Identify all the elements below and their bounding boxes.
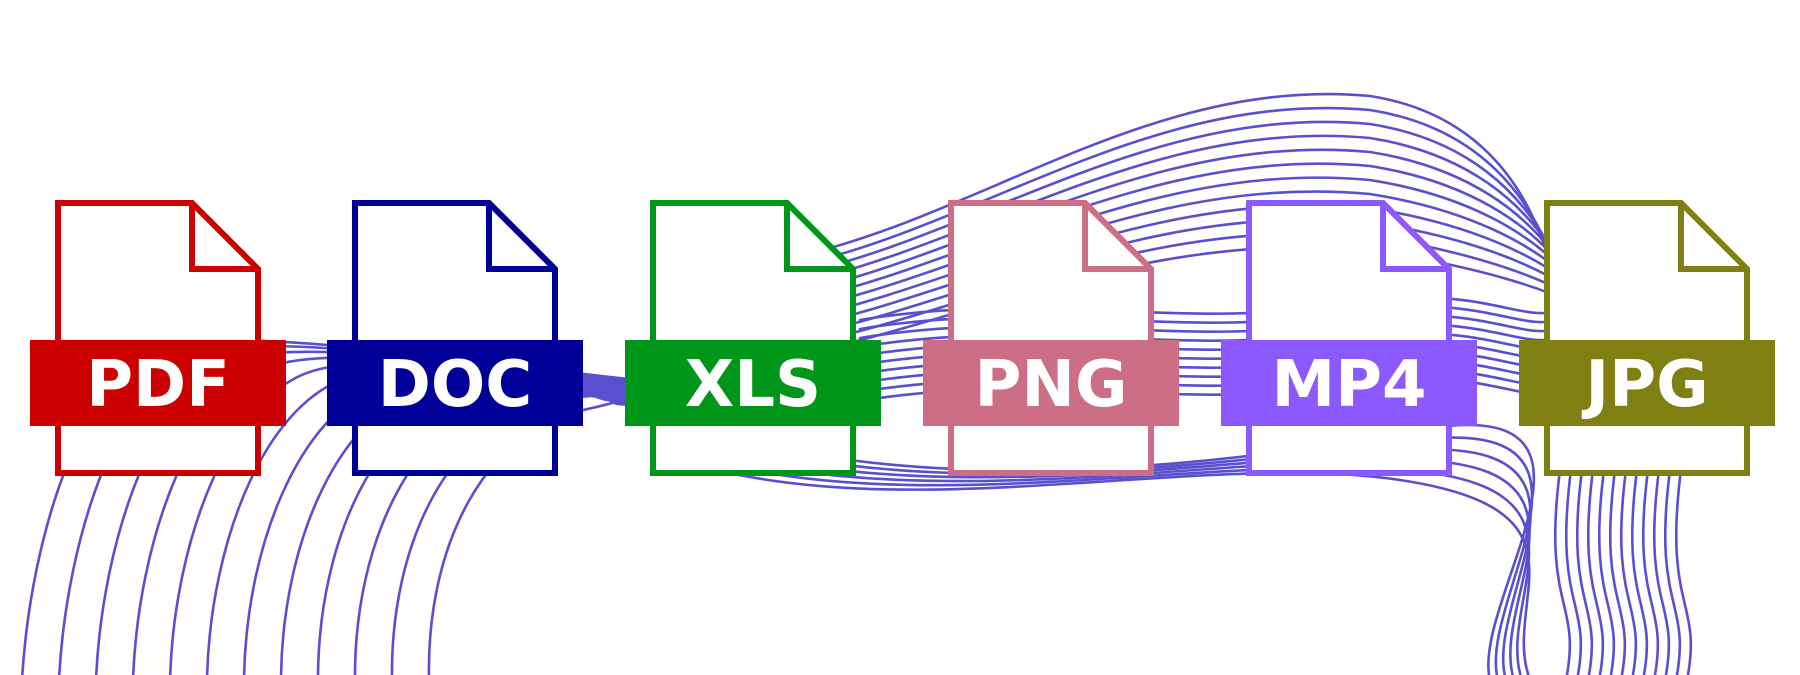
file-icon-mp4: MP4 xyxy=(1221,200,1477,476)
wave-line xyxy=(788,106,1583,675)
file-icon-jpg: JPG xyxy=(1519,200,1775,476)
file-type-label: PDF xyxy=(86,348,230,422)
wave-line xyxy=(788,92,1572,675)
file-type-label: JPG xyxy=(1581,348,1708,422)
folded-corner xyxy=(1082,203,1151,272)
label-band xyxy=(1519,340,1775,426)
file-icon-xls: XLS xyxy=(625,200,881,476)
label-band xyxy=(1221,340,1477,426)
file-icons-row: PDF DOC XLS PNG MP4 JPG xyxy=(30,200,1775,476)
label-band xyxy=(625,340,881,426)
file-type-label: DOC xyxy=(378,348,533,422)
wave-line xyxy=(678,458,1531,675)
folded-corner xyxy=(784,203,853,272)
file-icon-pdf: PDF xyxy=(30,200,286,476)
document-outline xyxy=(1246,200,1452,476)
document-outline xyxy=(352,200,558,476)
file-type-label: PNG xyxy=(975,348,1128,422)
file-icon-png: PNG xyxy=(923,200,1179,476)
folded-corner xyxy=(1380,203,1449,272)
document-outline xyxy=(55,200,261,476)
label-band xyxy=(923,340,1179,426)
document-outline xyxy=(1544,200,1750,476)
folded-corner xyxy=(189,203,258,272)
folded-corner xyxy=(486,203,555,272)
wave-line xyxy=(788,120,1594,675)
wave-lines xyxy=(21,92,1693,675)
document-outline xyxy=(650,200,856,476)
label-band xyxy=(30,340,286,426)
file-type-label: XLS xyxy=(685,348,821,422)
folded-corner xyxy=(1678,203,1747,272)
label-band xyxy=(327,340,583,426)
file-icon-doc: DOC xyxy=(327,200,583,476)
document-outline xyxy=(948,200,1154,476)
file-type-label: MP4 xyxy=(1271,348,1426,422)
